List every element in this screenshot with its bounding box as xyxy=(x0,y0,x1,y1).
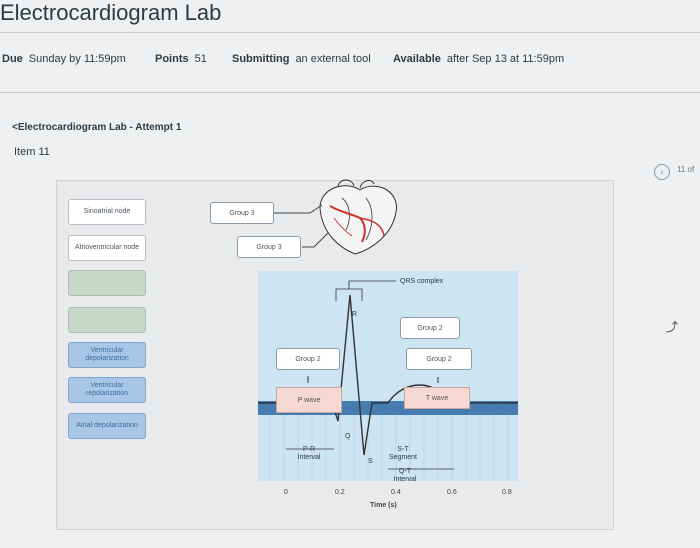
submitting-value: an external tool xyxy=(295,53,371,65)
t-wave-label: T wave xyxy=(404,387,470,409)
chevron-left-icon[interactable]: ‹ xyxy=(654,164,670,180)
ecg-chart xyxy=(258,271,518,481)
drop-target-p-wave[interactable]: Group 2 xyxy=(276,348,340,370)
page-title: Electrocardiogram Lab xyxy=(0,0,222,25)
chip-sinoatrial-node[interactable]: Sinoatrial node xyxy=(68,199,146,225)
breadcrumb[interactable]: <Electrocardiogram Lab - Attempt 1 xyxy=(12,122,182,133)
pager-text: 11 of xyxy=(677,165,695,174)
submitting-label: Submitting xyxy=(232,53,290,65)
item-label: Item 11 xyxy=(14,146,50,158)
x-axis-label: Time (s) xyxy=(370,502,397,509)
x-tick-0.6: 0.6 xyxy=(447,489,457,496)
title-divider xyxy=(0,32,700,33)
qrs-complex-label: QRS complex xyxy=(400,278,444,285)
heart-illustration xyxy=(319,179,397,255)
mouse-cursor-icon: ⤴ xyxy=(666,320,679,334)
due-value: Sunday by 11:59pm xyxy=(28,53,126,65)
meta-divider xyxy=(0,92,700,93)
x-tick-0: 0 xyxy=(284,489,288,496)
pr-interval-label: P-R Interval xyxy=(297,446,321,461)
points-label: Points xyxy=(155,53,189,65)
chip-ventricular-repolarization[interactable]: Ventricular repolarization xyxy=(68,377,146,403)
drop-target-heart-bottom[interactable]: Group 3 xyxy=(237,236,301,258)
points-info: Points 51 xyxy=(155,53,207,65)
drop-target-heart-top[interactable]: Group 3 xyxy=(210,202,274,224)
available-info: Available after Sep 13 at 11:59pm xyxy=(393,53,564,65)
p-wave-label: P wave xyxy=(276,387,342,413)
chip-atrial-depolarization[interactable]: Atrial depolarization xyxy=(68,413,146,439)
qt-interval-label: Q-T Interval xyxy=(393,468,417,483)
chip-atrioventricular-node[interactable]: Atrioventricular node xyxy=(68,235,146,261)
chip-empty-slot-1[interactable] xyxy=(68,270,146,296)
s-label: S xyxy=(368,458,373,465)
chip-empty-slot-2[interactable] xyxy=(68,307,146,333)
q-label: Q xyxy=(345,433,351,440)
chip-ventricular-depolarization[interactable]: Ventricular depolarization xyxy=(68,342,146,368)
due-info: Due Sunday by 11:59pm xyxy=(2,53,126,65)
r-label: R xyxy=(352,311,358,318)
connector-lines xyxy=(272,204,329,248)
available-label: Available xyxy=(393,53,441,65)
x-tick-0.8: 0.8 xyxy=(502,489,512,496)
x-tick-0.2: 0.2 xyxy=(335,489,345,496)
x-tick-0.4: 0.4 xyxy=(391,489,401,496)
available-value: after Sep 13 at 11:59pm xyxy=(446,53,565,65)
drop-target-t-wave[interactable]: Group 2 xyxy=(406,348,472,370)
due-label: Due xyxy=(2,53,23,65)
drop-target-qrs[interactable]: Group 2 xyxy=(400,317,460,339)
points-value: 51 xyxy=(194,53,207,65)
submitting-info: Submitting an external tool xyxy=(232,53,371,65)
st-segment-label: S-T Segment xyxy=(388,446,418,461)
